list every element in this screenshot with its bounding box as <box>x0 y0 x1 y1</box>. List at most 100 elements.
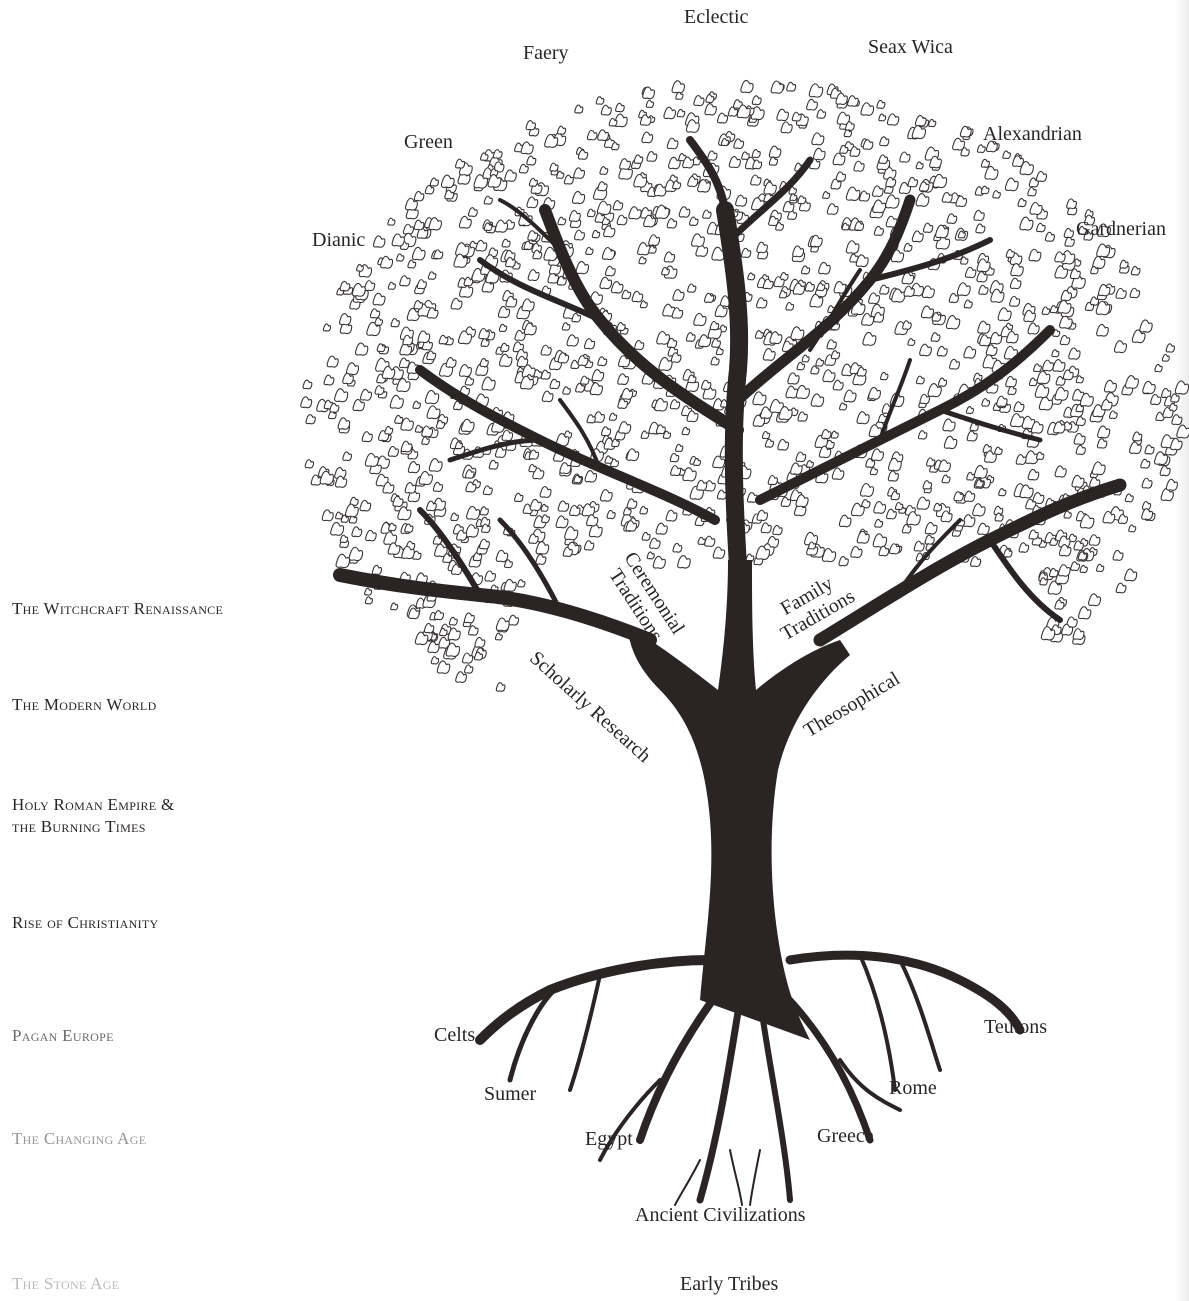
leaf <box>425 390 438 403</box>
leaf <box>809 84 822 97</box>
leaf <box>484 196 492 204</box>
tradition-dianic: Dianic <box>312 229 365 252</box>
leaf <box>1142 478 1152 488</box>
leaf <box>587 130 597 140</box>
leaf <box>792 112 801 121</box>
leaf <box>978 523 989 534</box>
leaf <box>391 603 398 610</box>
leaf <box>502 239 510 247</box>
leaf <box>600 490 612 502</box>
leaf <box>942 192 952 202</box>
leaf <box>613 201 622 210</box>
leaf <box>807 461 814 468</box>
leaf <box>542 391 553 402</box>
leaf <box>814 148 826 159</box>
leaf <box>522 299 534 311</box>
leaf <box>686 333 695 342</box>
leaf <box>598 130 609 141</box>
leaf <box>1016 455 1026 465</box>
leaf <box>788 373 799 384</box>
leaf <box>811 366 819 374</box>
era-witchcraft-renaissance: The Witchcraft Renaissance <box>12 598 223 620</box>
leaf <box>903 321 912 330</box>
leaf <box>694 459 701 466</box>
leaf <box>718 113 728 123</box>
leaf <box>408 462 419 473</box>
leaf <box>1113 550 1123 560</box>
leaf <box>324 375 334 385</box>
leaf <box>576 383 585 392</box>
leaf <box>1064 511 1071 518</box>
era-changing-age: The Changing Age <box>12 1128 146 1150</box>
leaf <box>1097 439 1106 448</box>
leaf <box>796 452 806 462</box>
leaf <box>1006 376 1017 387</box>
leaf <box>1076 376 1083 383</box>
leaf <box>1065 237 1074 246</box>
leaf <box>451 298 462 309</box>
leaf <box>1072 475 1084 487</box>
leaf <box>1011 264 1023 276</box>
leaf <box>635 340 644 349</box>
leaf <box>793 246 804 257</box>
leaf <box>717 490 726 499</box>
leaf <box>365 453 378 466</box>
leaf <box>1008 387 1016 395</box>
leaf <box>755 331 763 339</box>
leaf <box>1142 509 1153 520</box>
leaf <box>598 182 607 191</box>
leaf <box>1076 445 1085 454</box>
leaf <box>831 431 838 438</box>
leaf <box>1092 462 1105 475</box>
leaf <box>465 377 473 385</box>
leaf <box>542 515 550 523</box>
leaf <box>414 220 424 230</box>
root-rome: Rome <box>889 1077 937 1100</box>
leaf <box>1019 543 1028 552</box>
leaf <box>846 187 859 200</box>
leaf <box>515 493 523 501</box>
leaf <box>888 471 898 481</box>
leaf <box>1014 402 1024 412</box>
leaf <box>657 332 670 345</box>
leaf <box>656 523 667 534</box>
leaf <box>966 407 973 414</box>
leaf <box>412 247 425 260</box>
leaf <box>742 248 751 257</box>
leaf <box>881 372 888 379</box>
leaf <box>370 309 379 318</box>
leaf <box>562 323 570 331</box>
leaf <box>923 481 931 489</box>
leaf <box>773 525 782 534</box>
leaf <box>886 195 899 208</box>
leaf <box>781 497 790 506</box>
leaf <box>1034 364 1042 372</box>
leaf <box>602 248 614 260</box>
leaf <box>1172 415 1182 425</box>
leaf <box>880 137 889 146</box>
leaf <box>1030 202 1042 214</box>
leaf <box>1140 320 1152 332</box>
leaf <box>697 480 707 490</box>
leaf <box>769 146 780 157</box>
leaf <box>705 536 715 546</box>
leaf <box>366 530 377 540</box>
leaf <box>496 683 505 692</box>
leaf <box>844 390 856 402</box>
leaf <box>327 356 338 367</box>
leaf <box>541 345 551 355</box>
leaf <box>787 82 796 91</box>
leaf <box>509 615 519 625</box>
leaf <box>617 323 625 331</box>
leaf <box>418 331 430 343</box>
leaf <box>632 291 643 301</box>
leaf <box>622 290 631 299</box>
leaf <box>331 522 344 535</box>
leaf <box>353 399 364 410</box>
leaf <box>937 346 947 356</box>
leaf <box>495 220 507 232</box>
leaf <box>361 389 372 400</box>
leaf <box>688 284 696 292</box>
leaf <box>1006 250 1014 258</box>
leaf <box>1045 232 1054 241</box>
